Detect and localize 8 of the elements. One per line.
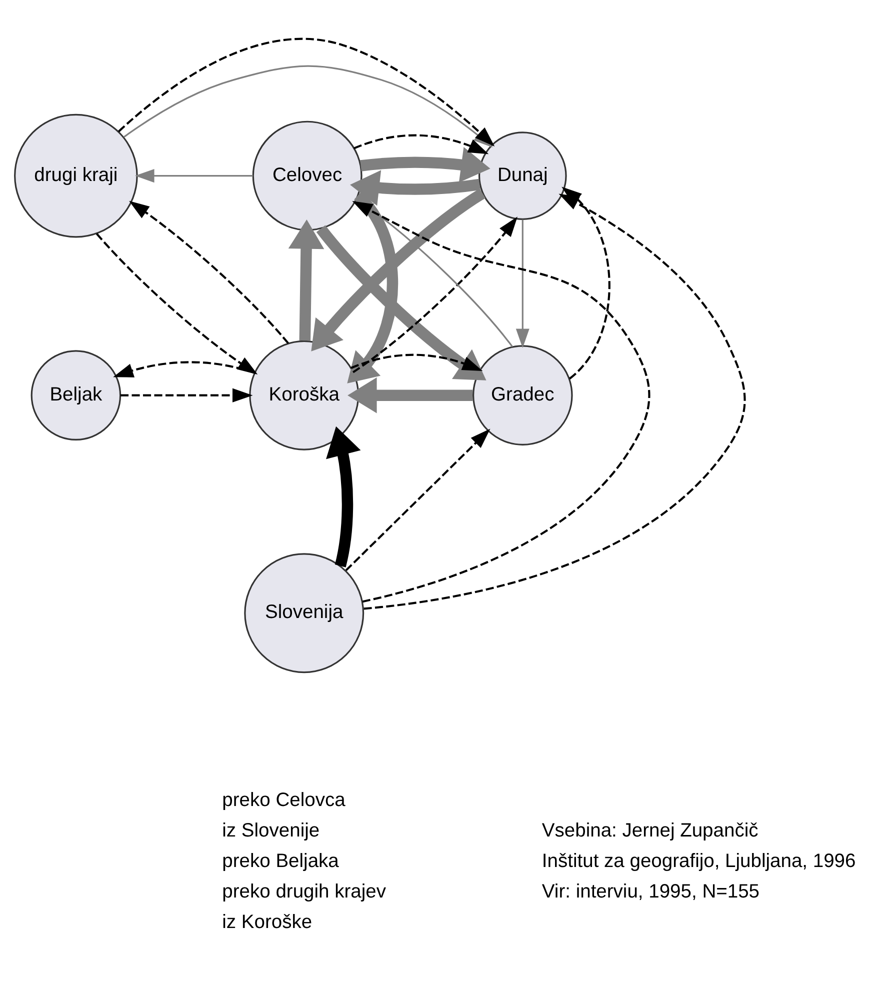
- legend-label: preko Beljaka: [222, 850, 339, 872]
- legend-label: preko Celovca: [222, 789, 346, 810]
- legend-label: iz Slovenije: [222, 820, 320, 841]
- label: Inštitut za geografijo, Ljubljana, 1996: [542, 850, 856, 872]
- legend-label: iz Koroške: [222, 912, 312, 933]
- legend-label: preko drugih krajev: [222, 881, 386, 902]
- label: Vir: interviu, 1995, N=155: [542, 881, 760, 902]
- label: Vsebina: Jernej Zupančič: [542, 820, 758, 841]
